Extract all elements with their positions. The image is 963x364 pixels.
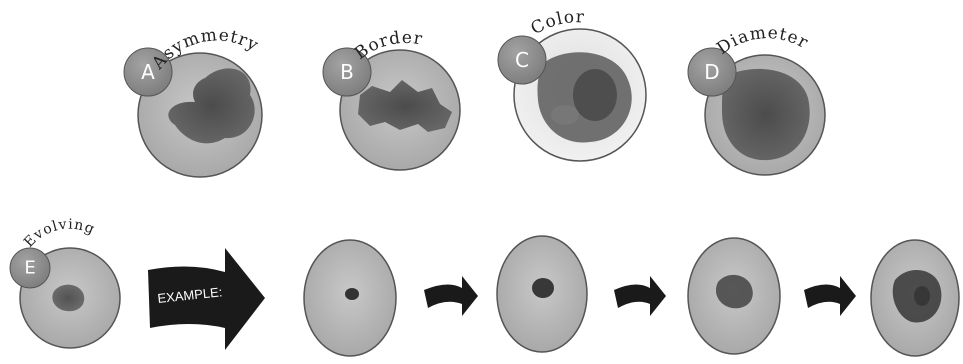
color-panel: C Color (498, 7, 646, 161)
border-panel: B Border (323, 28, 460, 170)
diameter-panel: D Diameter (688, 23, 825, 175)
curved-right-arrow-icon (804, 276, 856, 316)
curved-right-arrow-icon (424, 276, 478, 316)
lesion-stage-2 (532, 278, 554, 298)
curved-right-arrow-icon (614, 276, 666, 316)
evolution-stage-1 (304, 240, 396, 356)
badge-b-letter: B (340, 60, 354, 84)
evolution-stage-3 (688, 238, 780, 354)
lesion-stage-1 (345, 288, 359, 300)
badge-d-letter: D (704, 60, 719, 84)
label-evolving: Evolving (21, 217, 97, 251)
label-diameter: Diameter (713, 23, 812, 59)
evolving-panel: E Evolving (10, 217, 120, 348)
light-patch (551, 105, 579, 125)
dark-patch (573, 69, 617, 121)
badge-c-letter: C (515, 48, 529, 72)
evolution-stage-2 (497, 236, 587, 352)
badge-e-letter: E (24, 258, 35, 279)
evolution-stage-4 (871, 240, 959, 356)
large-diameter-lesion (722, 69, 810, 160)
asymmetry-panel: A Asymmetry (124, 25, 262, 177)
right-arrow-icon: EXAMPLE: (148, 248, 265, 350)
